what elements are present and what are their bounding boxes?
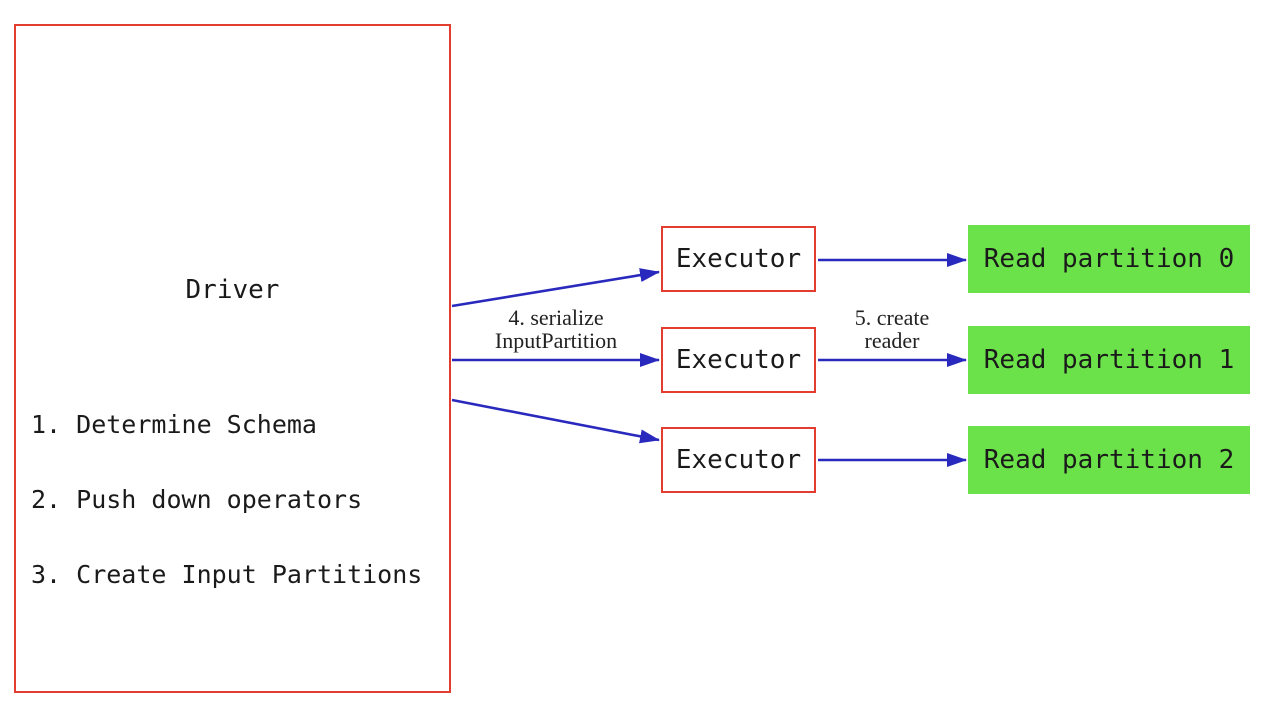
driver-steps: 1. Determine Schema 2. Push down operato… [31, 362, 422, 637]
edge-label-serialize: 4. serialize InputPartition [450, 306, 662, 352]
driver-box [14, 24, 451, 693]
edge-label-serialize-line2: InputPartition [494, 328, 618, 353]
read-partition-box-1: Read partition 1 [968, 326, 1250, 394]
edge-label-create-reader: 5. create reader [790, 306, 994, 352]
edge-label-serialize-line1: 4. serialize [508, 305, 604, 330]
arrow-driver-to-executor-0 [451, 268, 660, 308]
executor-label-1: Executor [675, 345, 802, 375]
driver-step-3: 3. Create Input Partitions [31, 560, 423, 589]
driver-title: Driver [185, 275, 280, 305]
read-partition-box-2: Read partition 2 [968, 426, 1250, 494]
executor-label-2: Executor [675, 445, 802, 475]
arrow-driver-to-executor-2 [451, 398, 660, 444]
driver-step-2: 2. Push down operators [31, 485, 363, 514]
edge-label-create-reader-line2: reader [864, 328, 920, 353]
read-partition-label-1: Read partition 1 [983, 345, 1235, 375]
read-partition-label-2: Read partition 2 [983, 445, 1235, 475]
read-partition-box-0: Read partition 0 [968, 225, 1250, 293]
driver-step-1: 1. Determine Schema [31, 410, 317, 439]
executor-box-0: Executor [661, 226, 816, 292]
edge-label-create-reader-line1: 5. create [854, 305, 930, 330]
executor-box-1: Executor [661, 327, 816, 393]
executor-box-2: Executor [661, 427, 816, 493]
read-partition-label-0: Read partition 0 [983, 244, 1235, 274]
executor-label-0: Executor [675, 244, 802, 274]
